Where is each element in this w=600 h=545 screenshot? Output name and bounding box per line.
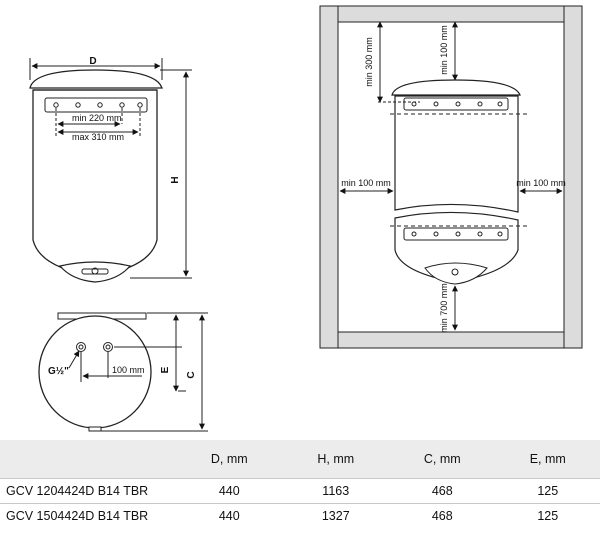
value-c: 468 — [431, 484, 453, 498]
min-spacing-label: min 220 mm — [72, 113, 122, 123]
label-e: E — [160, 366, 171, 373]
clearance-left: min 100 mm — [341, 178, 391, 188]
dimension-d: D — [29, 56, 163, 80]
technical-drawing: D H min 220 mm max 310 mm G½" 100 m — [29, 5, 583, 432]
label-c: C — [186, 371, 197, 378]
bottom-view-heater — [38, 312, 152, 432]
value-h: 1163 — [322, 484, 350, 498]
value-d: 440 — [218, 509, 240, 523]
clearance-top-300: min 300 mm — [364, 37, 374, 87]
pipe-thread-callout: G½" — [48, 350, 80, 377]
header-model — [0, 440, 176, 479]
pipe-thread-label: G½" — [48, 366, 69, 377]
clearance-right: min 100 mm — [516, 178, 566, 188]
spec-table: D, mm H, mm C, mm E, mm GCV 1204424D B14… — [0, 440, 600, 528]
installation-room — [319, 5, 583, 349]
clearance-top-100: min 100 mm — [439, 25, 449, 75]
header-d: D, mm — [176, 440, 283, 479]
pipe-spacing-dimension: 100 mm — [80, 352, 145, 382]
label-h: H — [170, 176, 181, 183]
max-spacing-label: max 310 mm — [72, 132, 124, 142]
spec-table-header: D, mm H, mm C, mm E, mm — [0, 440, 600, 479]
front-view-heater — [29, 69, 163, 283]
label-d: D — [89, 56, 96, 67]
header-h: H, mm — [282, 440, 389, 479]
value-e: 125 — [537, 509, 559, 523]
model-name: GCV 1204424D B14 TBR — [6, 484, 149, 498]
header-c: C, mm — [389, 440, 496, 479]
installation-heater — [390, 79, 528, 285]
clearance-bottom-700: min 700 mm — [439, 283, 449, 333]
dimension-h: H — [130, 69, 192, 279]
table-row: GCV 1504424D B14 TBR 440 1327 468 125 — [0, 503, 600, 529]
table-row: GCV 1204424D B14 TBR 440 1163 468 125 — [0, 478, 600, 504]
pipe-spacing-label: 100 mm — [112, 365, 145, 375]
dimension-c: C — [101, 312, 208, 432]
value-c: 468 — [431, 509, 453, 523]
bracket-spacing: min 220 mm max 310 mm — [55, 108, 141, 142]
clearance-top: min 300 mm min 100 mm — [364, 21, 458, 103]
header-e: E, mm — [495, 440, 600, 479]
value-e: 125 — [537, 484, 559, 498]
clearance-bottom: min 700 mm — [439, 283, 458, 333]
model-name: GCV 1504424D B14 TBR — [6, 509, 149, 523]
value-d: 440 — [218, 484, 240, 498]
value-h: 1327 — [321, 509, 350, 523]
clearance-sides: min 100 mm min 100 mm — [339, 178, 566, 194]
